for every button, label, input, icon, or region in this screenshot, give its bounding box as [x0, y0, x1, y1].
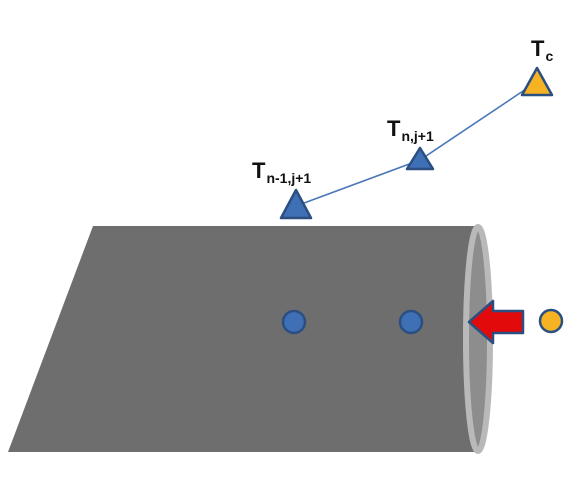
- triangle-marker-prev: [279, 188, 313, 220]
- pipe-opening: [463, 224, 493, 454]
- triangle-marker-tc: [520, 66, 554, 97]
- label-t-curr-main: T: [387, 116, 401, 141]
- inflow-arrow-icon: [467, 299, 525, 345]
- connector-line: [295, 82, 536, 207]
- label-t-prev: Tn-1,j+1: [252, 158, 311, 186]
- label-t-c-sub: c: [545, 48, 554, 64]
- interior-node-2: [398, 309, 424, 335]
- ambient-node: [538, 308, 564, 334]
- label-t-c-main: T: [531, 36, 545, 61]
- triangle-marker-curr: [405, 146, 435, 171]
- label-t-prev-main: T: [252, 158, 266, 183]
- label-t-prev-sub: n-1,j+1: [266, 170, 312, 186]
- label-t-curr: Tn,j+1: [387, 116, 434, 144]
- interior-node-1: [281, 309, 307, 335]
- pipe-body: [8, 226, 476, 452]
- label-t-curr-sub: n,j+1: [401, 128, 434, 144]
- label-t-c: Tc: [531, 36, 553, 64]
